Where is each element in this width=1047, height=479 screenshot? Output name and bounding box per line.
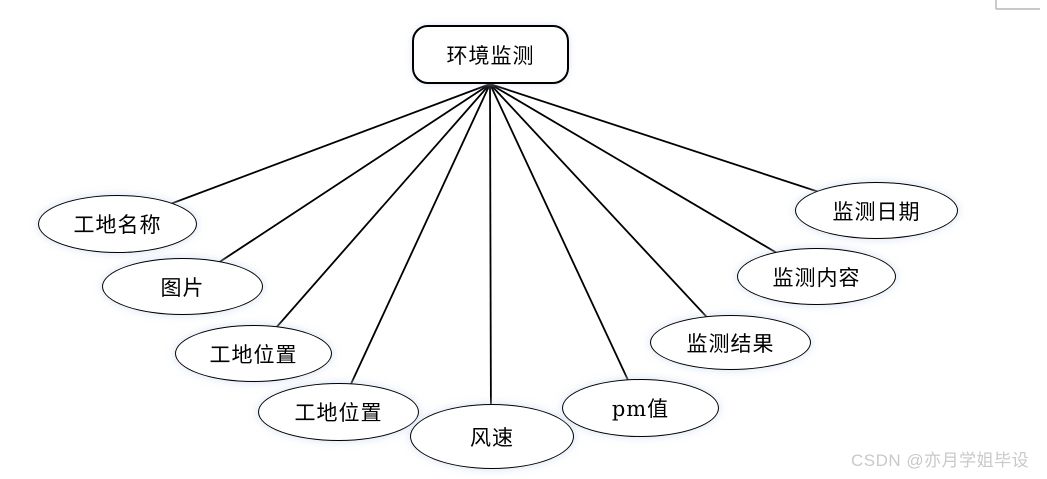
connector-line: [182, 83, 491, 287]
page-corner-mark: [995, 0, 1040, 10]
connector-line: [489, 83, 492, 438]
attribute-node-label: 工地位置: [209, 342, 298, 367]
attribute-node-monitor-result: 监测结果: [650, 315, 811, 370]
attribute-node-label: 工地位置: [294, 401, 383, 425]
connector-line: [489, 83, 878, 212]
attribute-node-label: 工地名称: [73, 213, 162, 237]
attribute-node-label: pm值: [611, 397, 670, 421]
connector-line: [489, 83, 817, 277]
attribute-node-site-name: 工地名称: [38, 195, 197, 253]
attribute-node-monitor-content: 监测内容: [737, 248, 896, 305]
attribute-node-label: 图片: [160, 275, 205, 300]
attribute-node-label: 风速: [470, 425, 514, 450]
attribute-node-pm-value: pm值: [562, 379, 719, 437]
attribute-node-monitor-date: 监测日期: [795, 182, 958, 239]
connector-line: [252, 83, 491, 355]
connector-lines: [116, 83, 878, 438]
attribute-node-site-location-2: 工地位置: [258, 383, 419, 441]
entity-node-root: 环境监测: [412, 25, 569, 84]
entity-node-label: 环境监测: [446, 43, 535, 68]
connector-line: [116, 83, 491, 225]
csdn-watermark: CSDN @亦月学姐毕设: [851, 451, 1030, 470]
attribute-node-label: 监测结果: [686, 331, 775, 356]
attribute-node-label: 监测内容: [772, 265, 861, 290]
connector-line: [337, 83, 491, 413]
attribute-node-label: 监测日期: [832, 199, 921, 224]
connector-line: [489, 83, 642, 409]
attribute-node-site-location-1: 工地位置: [175, 325, 332, 382]
connector-line: [489, 83, 731, 343]
attribute-node-wind-speed: 风速: [410, 404, 574, 469]
attribute-node-image: 图片: [102, 258, 263, 315]
